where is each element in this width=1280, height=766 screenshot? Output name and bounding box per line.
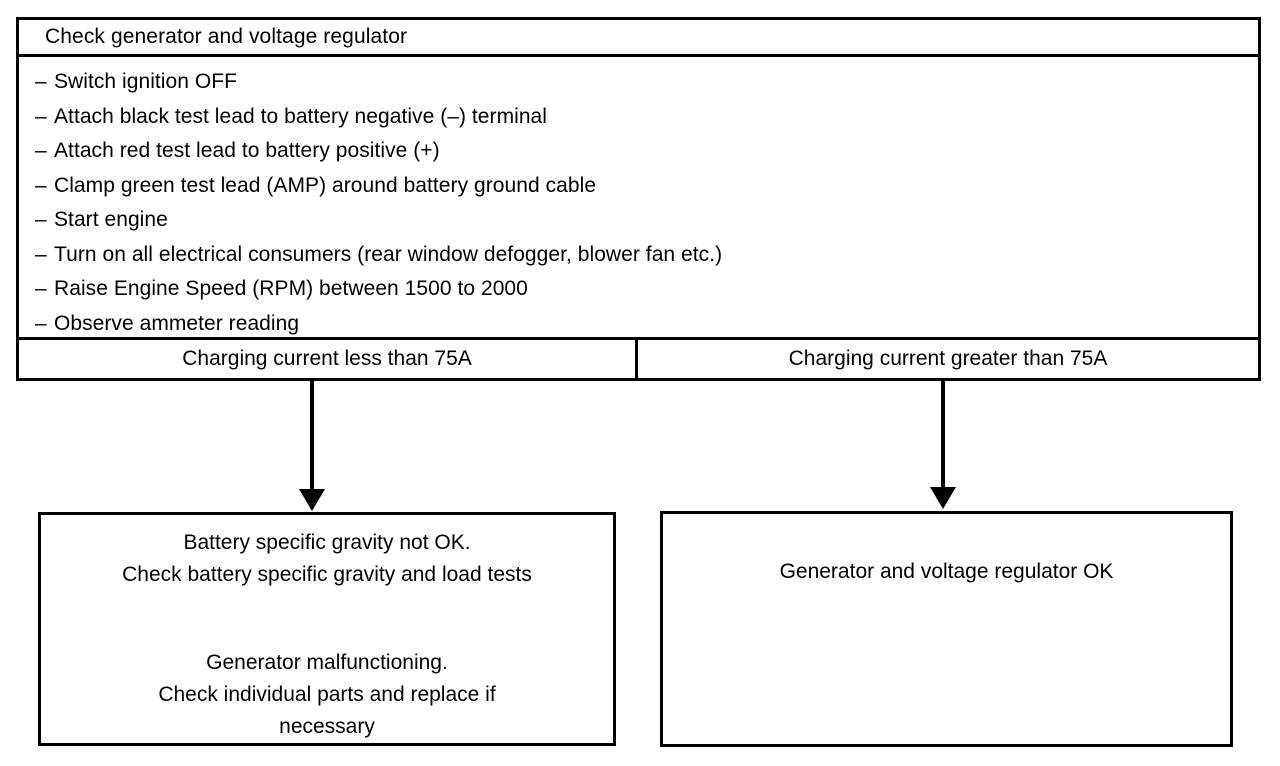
result-branch-row: Charging current less than 75A Charging … xyxy=(19,340,1258,378)
dash-bullet-icon: – xyxy=(35,70,47,93)
list-item-label: Switch ignition OFF xyxy=(54,70,238,93)
outcome-left-line: Check battery specific gravity and load … xyxy=(122,563,532,586)
dash-bullet-icon: – xyxy=(35,139,47,162)
dash-bullet-icon: – xyxy=(35,277,47,300)
branch-cell-greater-than: Charging current greater than 75A xyxy=(638,340,1258,378)
list-item-label: Start engine xyxy=(54,208,168,231)
outcome-left-line: Check individual parts and replace if xyxy=(158,683,496,706)
page-title: Check generator and voltage regulator xyxy=(45,25,408,48)
check-procedure-box: Check generator and voltage regulator –S… xyxy=(16,17,1261,381)
outcome-left-line: Generator malfunctioning. xyxy=(206,651,448,674)
list-item-label: Turn on all electrical consumers (rear w… xyxy=(54,242,723,266)
branch-label-greater-than: Charging current greater than 75A xyxy=(788,347,1108,370)
list-item: –Attach black test lead to battery negat… xyxy=(35,100,1258,135)
arrow-head xyxy=(299,489,325,511)
outcome-left-line: necessary xyxy=(279,715,375,738)
list-item: –Switch ignition OFF xyxy=(35,65,1258,100)
list-item: –Start engine xyxy=(35,203,1258,238)
outcome-box-left: Battery specific gravity not OK. Check b… xyxy=(38,512,616,746)
arrow-head xyxy=(930,487,956,509)
list-item: –Clamp green test lead (AMP) around batt… xyxy=(35,169,1258,204)
arrow-shaft xyxy=(941,381,945,489)
list-item-label: Raise Engine Speed (RPM) between 1500 to… xyxy=(54,277,528,300)
list-item-label: Clamp green test lead (AMP) around batte… xyxy=(54,173,597,197)
box-header: Check generator and voltage regulator xyxy=(19,20,1258,57)
dash-bullet-icon: – xyxy=(35,208,47,231)
dash-bullet-icon: – xyxy=(35,173,47,197)
outcome-left-line: Battery specific gravity not OK. xyxy=(183,531,471,554)
dash-bullet-icon: – xyxy=(35,104,47,128)
list-item: –Turn on all electrical consumers (rear … xyxy=(35,238,1258,273)
outcome-left-spacer xyxy=(41,591,613,647)
list-item-label: Attach red test lead to battery positive… xyxy=(54,139,440,162)
branch-label-less-than: Charging current less than 75A xyxy=(182,347,472,370)
list-item: –Attach red test lead to battery positiv… xyxy=(35,134,1258,169)
list-item: –Observe ammeter reading xyxy=(35,307,1258,342)
list-item: –Raise Engine Speed (RPM) between 1500 t… xyxy=(35,272,1258,307)
arrow-shaft xyxy=(310,381,314,491)
dash-bullet-icon: – xyxy=(35,311,47,335)
list-item-label: Attach black test lead to battery negati… xyxy=(54,104,547,128)
branch-cell-less-than: Charging current less than 75A xyxy=(19,340,638,378)
outcome-box-right: Generator and voltage regulator OK xyxy=(660,511,1233,747)
list-item-label: Observe ammeter reading xyxy=(54,311,300,335)
dash-bullet-icon: – xyxy=(35,242,47,266)
procedure-step-list: –Switch ignition OFF –Attach black test … xyxy=(19,57,1258,340)
outcome-right-line: Generator and voltage regulator OK xyxy=(779,560,1114,583)
